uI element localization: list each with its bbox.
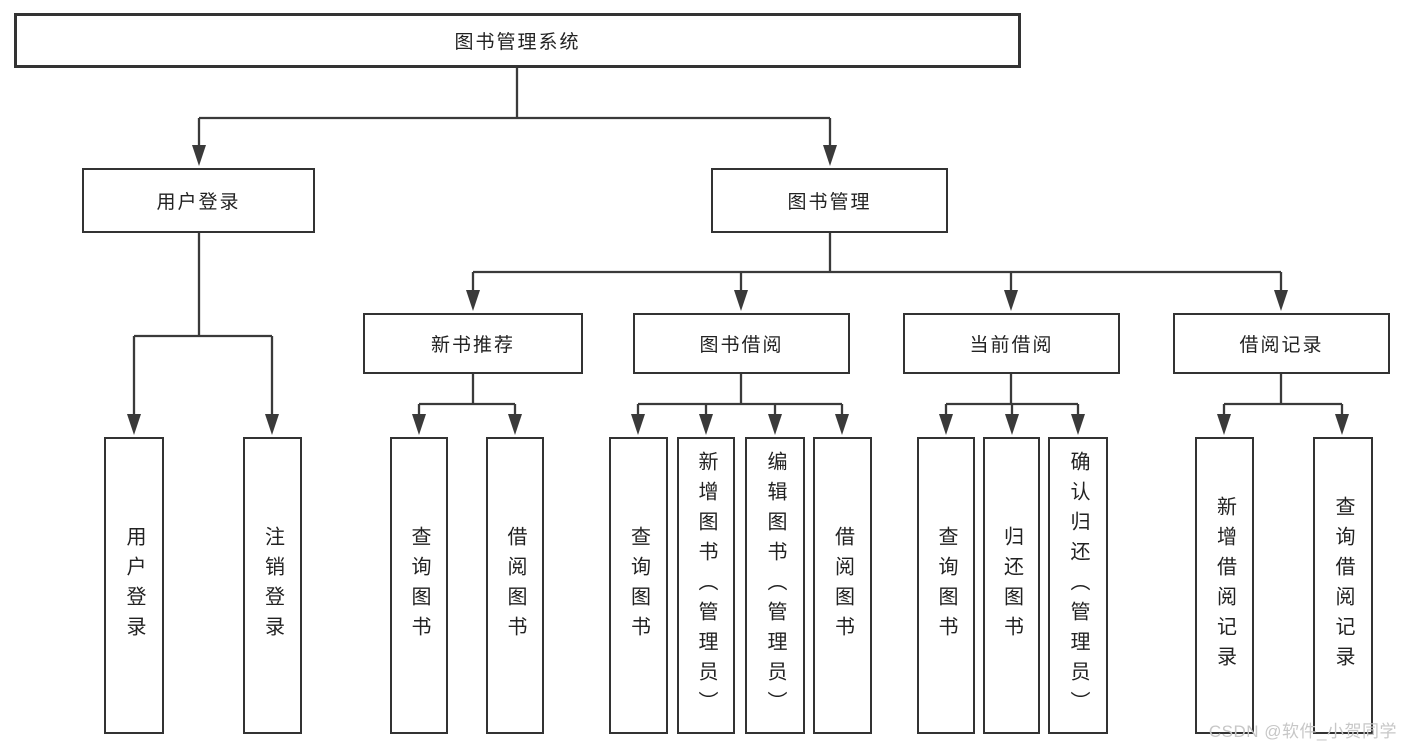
node-borrow-records: 借阅记录 bbox=[1173, 313, 1390, 374]
leaf-confirm-return-admin: 确认归还（管理员） bbox=[1048, 437, 1108, 734]
watermark: CSDN @软件_小贺同学 bbox=[1208, 722, 1397, 741]
leaf-query-books-recommend: 查询图书 bbox=[390, 437, 448, 734]
node-book-borrow: 图书借阅 bbox=[633, 313, 850, 374]
leaf-query-books-current: 查询图书 bbox=[917, 437, 975, 734]
leaf-logout-login: 注销登录 bbox=[243, 437, 302, 734]
leaf-user-login: 用户登录 bbox=[104, 437, 164, 734]
leaf-borrow-books: 借阅图书 bbox=[813, 437, 872, 734]
node-current-borrow: 当前借阅 bbox=[903, 313, 1120, 374]
leaf-query-borrow-record: 查询借阅记录 bbox=[1313, 437, 1373, 734]
leaf-query-books-borrow: 查询图书 bbox=[609, 437, 668, 734]
node-user-login: 用户登录 bbox=[82, 168, 315, 233]
node-root: 图书管理系统 bbox=[14, 13, 1021, 68]
leaf-borrow-books-recommend: 借阅图书 bbox=[486, 437, 544, 734]
node-book-management: 图书管理 bbox=[711, 168, 948, 233]
leaf-return-books: 归还图书 bbox=[983, 437, 1040, 734]
leaf-edit-books-admin: 编辑图书（管理员） bbox=[745, 437, 805, 734]
node-new-book-recommend: 新书推荐 bbox=[363, 313, 583, 374]
leaf-add-books-admin: 新增图书（管理员） bbox=[677, 437, 735, 734]
leaf-add-borrow-record: 新增借阅记录 bbox=[1195, 437, 1254, 734]
